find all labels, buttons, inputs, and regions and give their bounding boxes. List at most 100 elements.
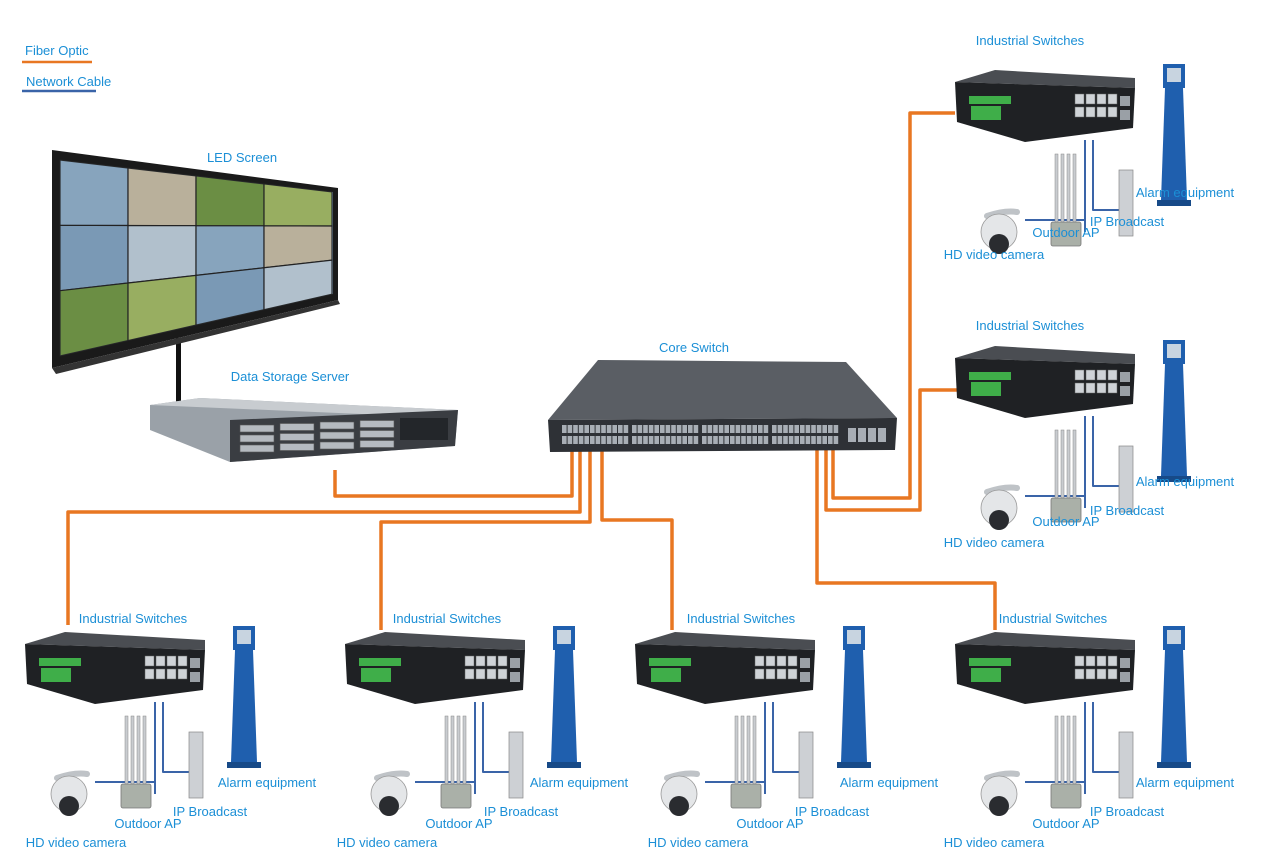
switch-port — [765, 668, 776, 680]
core-switch-port — [758, 436, 763, 444]
outdoor-ap — [1050, 429, 1082, 523]
switch-port — [754, 668, 765, 680]
switch-connector — [971, 382, 1001, 396]
switch-sfp — [1120, 386, 1130, 396]
ip-broadcast-speaker — [188, 731, 204, 799]
camera-arm — [984, 208, 1020, 219]
core-switch-port — [746, 425, 752, 433]
ip-broadcast-label: IP Broadcast — [172, 804, 248, 819]
outdoor-ap — [1050, 153, 1082, 247]
network-cable — [1092, 140, 1125, 211]
camera-lens — [989, 796, 1009, 816]
industrial-switches-label: Industrial Switches — [686, 611, 796, 626]
core-switch-port — [763, 436, 769, 444]
core-switch-uplink — [878, 428, 886, 442]
core-switch-port — [822, 436, 827, 444]
core-switch-uplink — [848, 428, 856, 442]
alarm-screen — [1167, 630, 1181, 644]
core-switch-port — [637, 436, 643, 444]
core-switch-port — [702, 425, 707, 433]
ap-antenna — [752, 715, 757, 787]
fiber-link-3 — [379, 448, 592, 630]
ap-antenna — [1072, 715, 1077, 787]
core-switch-port — [578, 436, 584, 444]
core-switch-port — [811, 436, 816, 444]
industrial-switches-label: Industrial Switches — [998, 611, 1108, 626]
camera-arm — [984, 484, 1020, 495]
hd-video-camera-label: HD video camera — [25, 835, 127, 850]
ap-antenna — [1072, 429, 1077, 501]
switch-port — [177, 668, 188, 680]
ap-body — [120, 783, 152, 809]
core-switch-port — [693, 436, 699, 444]
core-switch-port — [590, 425, 595, 433]
ap-antenna — [444, 715, 449, 787]
switch-sfp — [510, 658, 520, 668]
alarm-pole — [1161, 88, 1187, 200]
ap-body — [730, 783, 762, 809]
switch-sfp — [1120, 658, 1130, 668]
switch-sfp — [510, 672, 520, 682]
server-drive-bay — [239, 444, 275, 453]
switch-port — [1074, 369, 1085, 381]
led-screen-label: LED Screen — [206, 150, 278, 165]
core-switch-port — [777, 425, 783, 433]
switch-port — [1074, 655, 1085, 667]
hd-video-camera-label: HD video camera — [943, 835, 1045, 850]
switch-port — [1085, 369, 1096, 381]
core-switch-port — [833, 425, 839, 433]
switch-sfp — [1120, 96, 1130, 106]
switch-port — [475, 655, 486, 667]
ap-antenna — [1066, 153, 1071, 225]
core-switch-port — [682, 425, 687, 433]
alarm-pole — [551, 650, 577, 762]
core-switch-port — [752, 436, 757, 444]
switch-port — [1096, 655, 1107, 667]
core-switch-port — [665, 425, 671, 433]
core-switch-port — [660, 425, 665, 433]
led-screen-tile — [263, 259, 333, 311]
switch-port — [1074, 382, 1085, 394]
core-switch-port — [800, 425, 805, 433]
core-switch-port — [730, 436, 735, 444]
switch-connector — [971, 668, 1001, 682]
core-switch-port — [735, 436, 741, 444]
led-screen-tile — [127, 224, 197, 284]
core-switch-port — [688, 425, 693, 433]
fiber-link-2 — [66, 448, 582, 625]
core-switch-port — [777, 436, 783, 444]
ap-antenna — [1060, 429, 1065, 501]
outdoor-ap-label: Outdoor AP — [736, 816, 804, 831]
switch-port — [776, 655, 787, 667]
camera-lens — [669, 796, 689, 816]
alarm-equipment-label: Alarm equipment — [529, 775, 629, 790]
industrial-switch — [955, 632, 1135, 704]
switch-port — [1085, 668, 1096, 680]
alarm-pole — [1161, 364, 1187, 476]
ip-broadcast-label: IP Broadcast — [483, 804, 559, 819]
core-switch-port — [648, 425, 654, 433]
switch-port — [486, 668, 497, 680]
core-switch-port — [612, 425, 617, 433]
network-cable — [772, 702, 805, 773]
core-switch-port — [741, 425, 746, 433]
switch-port — [1096, 93, 1107, 105]
switch-connector — [361, 668, 391, 682]
industrial-switch — [955, 70, 1135, 142]
server-top — [150, 398, 458, 416]
server-drive-bay — [359, 420, 395, 428]
core-switch-port — [584, 425, 589, 433]
core-switch-port — [601, 425, 606, 433]
core-switch-port — [688, 436, 693, 444]
server-drive-bay — [279, 433, 315, 441]
alarm-equipment — [227, 626, 261, 768]
camera-arm — [374, 770, 410, 781]
hd-video-camera — [660, 770, 700, 816]
hd-video-camera-label: HD video camera — [647, 835, 749, 850]
camera-lens — [59, 796, 79, 816]
ap-antenna — [1060, 715, 1065, 787]
switch-port — [1085, 655, 1096, 667]
alarm-screen — [1167, 68, 1181, 82]
core-switch-port — [822, 425, 827, 433]
